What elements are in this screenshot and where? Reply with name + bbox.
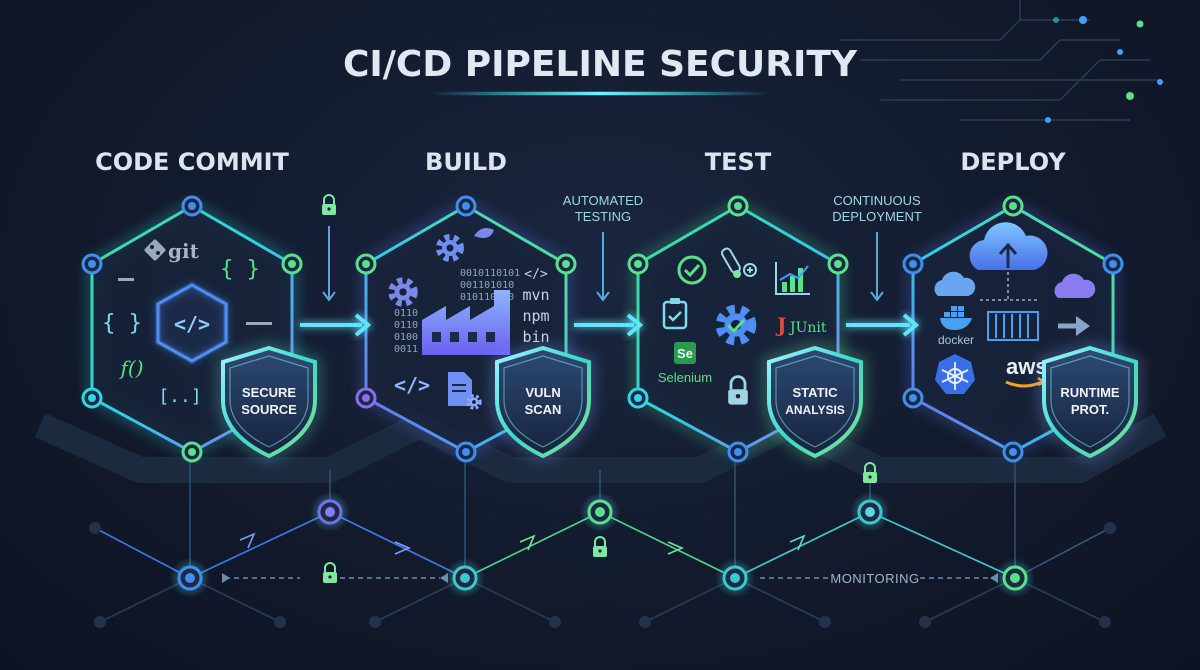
svg-text:git: git <box>168 239 200 263</box>
vertical-connectors <box>322 226 884 302</box>
svg-text:RUNTIME: RUNTIME <box>1060 385 1120 400</box>
svg-text:JUnit: JUnit <box>788 320 827 336</box>
svg-text:0110: 0110 <box>394 308 418 319</box>
svg-text:0110: 0110 <box>394 320 418 331</box>
svg-text:ANALYSIS: ANALYSIS <box>785 403 845 417</box>
svg-text:J: J <box>775 313 786 337</box>
shield-vuln-scan: VULN SCAN <box>492 342 594 462</box>
svg-text:0011: 0011 <box>394 344 418 355</box>
code-icon: </> <box>394 373 430 397</box>
shield-secure-source: SECURE SOURCE <box>218 342 320 462</box>
svg-text:SECURE: SECURE <box>242 385 297 400</box>
bar-chart-icon <box>775 262 810 295</box>
svg-text:010110110: 010110110 <box>460 292 514 303</box>
code-icon: </> <box>524 267 548 282</box>
svg-text:docker: docker <box>938 333 974 347</box>
circuit-decoration <box>840 0 1160 121</box>
svg-text:SCAN: SCAN <box>525 402 562 417</box>
git-icon: git <box>144 239 200 263</box>
lock-icon <box>592 536 608 558</box>
cloud-upload-icon <box>969 222 1048 270</box>
svg-text:PROT.: PROT. <box>1071 402 1109 417</box>
document-gear-icon <box>448 372 482 410</box>
shield-static-analysis: STATIC ANALYSIS <box>764 342 866 462</box>
shield-runtime-prot: RUNTIME PROT. <box>1039 342 1141 462</box>
monitoring-label: MONITORING <box>830 571 919 586</box>
shield-icon <box>1042 345 1138 459</box>
connector-labels: AUTOMATED TESTING CONTINUOUS DEPLOYMENT <box>563 193 922 224</box>
check-circle-icon <box>677 255 707 285</box>
shield-icon <box>495 345 591 459</box>
shield-icon <box>767 345 863 459</box>
lock-icon <box>322 562 338 584</box>
stage-label-code-commit: CODE COMMIT <box>95 148 289 176</box>
svg-text:VULN: VULN <box>525 385 560 400</box>
svg-text:0100: 0100 <box>394 332 418 343</box>
cloud-icon <box>1054 273 1096 298</box>
arrow-right-icon <box>1058 316 1090 336</box>
test-tube-icon <box>720 247 757 278</box>
svg-text:Selenium: Selenium <box>658 370 712 385</box>
test-contents: J JUnit Se Selenium <box>658 247 827 405</box>
svg-text:0010110101: 0010110101 <box>460 268 520 279</box>
flow-arrows <box>300 313 920 337</box>
function-icon: f() <box>118 356 143 380</box>
build-tool-label: mvn <box>522 286 549 304</box>
page-title: CI/CD PIPELINE SECURITY <box>343 44 858 85</box>
build-contents: 0010110101 001101010 010110110 0110 0110… <box>391 228 550 410</box>
connector-label-line: DEPLOYMENT <box>832 209 922 224</box>
stage-label-deploy: DEPLOY <box>960 148 1066 176</box>
braces-icon: { } <box>102 311 142 336</box>
docker-logo: docker <box>938 306 974 347</box>
leaf-icon <box>474 228 494 238</box>
shields: SECURE SOURCE VULN SCAN STATIC ANALYSIS … <box>218 342 1141 462</box>
container-icon <box>987 311 1039 341</box>
bottom-band <box>34 412 1167 483</box>
clipboard-icon <box>662 298 688 330</box>
circuit-dots <box>1045 16 1163 123</box>
build-tool-label: npm <box>522 307 549 325</box>
lock-icon <box>728 375 748 405</box>
connector-label-line: TESTING <box>575 209 631 224</box>
network-nodes <box>89 492 1116 628</box>
svg-text:Se: Se <box>677 346 693 361</box>
connector-label-line: AUTOMATED <box>563 193 643 208</box>
svg-text:SOURCE: SOURCE <box>241 402 297 417</box>
connector-label-line: CONTINUOUS <box>833 193 921 208</box>
code-commit-contents: git { } { } f() [..] </> <box>102 239 272 407</box>
code-icon: </> <box>174 312 210 336</box>
stage-label-test: TEST <box>705 148 772 176</box>
selenium-logo: Se Selenium <box>658 342 712 385</box>
hex-vertex-nodes <box>81 195 1124 463</box>
binary-text: 0010110101 001101010 010110110 0110 0110… <box>394 268 520 355</box>
build-tool-label: bin <box>522 328 549 346</box>
braces-icon: { } <box>220 257 260 282</box>
shield-icon <box>221 345 317 459</box>
lock-icon <box>321 194 337 216</box>
factory-icon <box>422 290 510 355</box>
stage-label-build: BUILD <box>425 148 507 176</box>
stage-labels: CODE COMMIT BUILD TEST DEPLOY <box>95 148 1066 176</box>
cloud-icon <box>934 271 976 296</box>
kubernetes-logo <box>935 354 975 394</box>
junit-logo: J JUnit <box>775 313 827 337</box>
svg-text:STATIC: STATIC <box>792 385 838 400</box>
array-icon: [..] <box>158 386 201 407</box>
title-group: CI/CD PIPELINE SECURITY <box>343 44 858 95</box>
svg-text:001101010: 001101010 <box>460 280 514 291</box>
